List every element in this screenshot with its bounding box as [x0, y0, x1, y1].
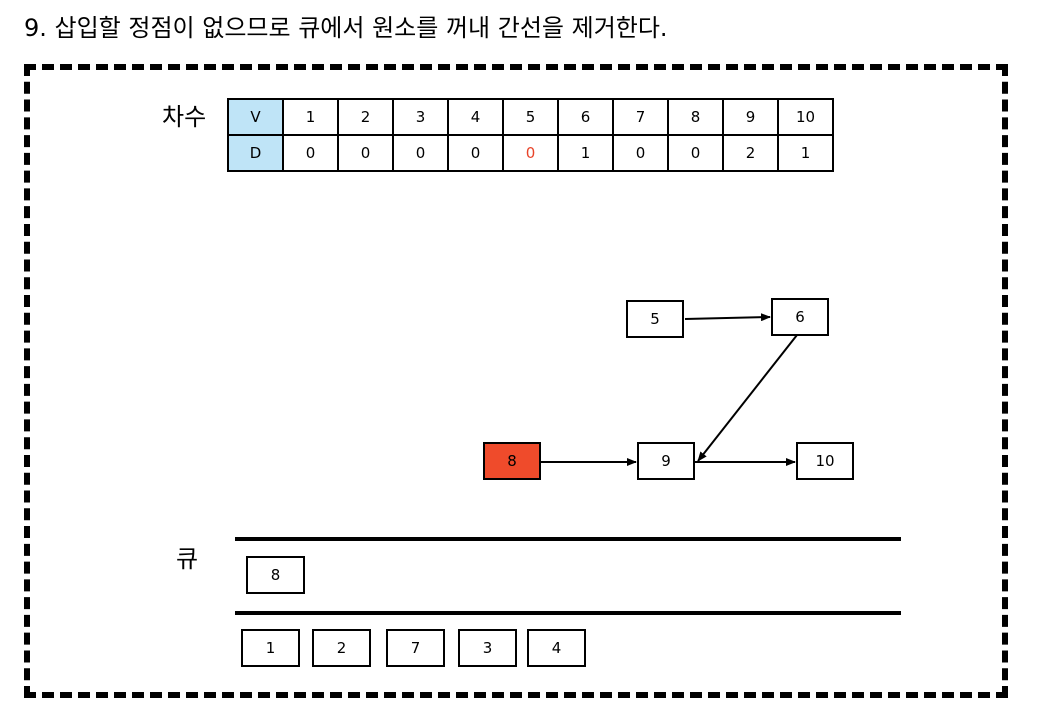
graph-node-5: 5: [626, 300, 684, 338]
graph-node-10: 10: [796, 442, 854, 480]
vertex-cell: 3: [392, 98, 449, 136]
degree-cell: 0: [282, 134, 339, 172]
vertex-cell: 1: [282, 98, 339, 136]
vertex-cell: 9: [722, 98, 779, 136]
degree-cell: 0: [392, 134, 449, 172]
degree-cell: 0: [447, 134, 504, 172]
output-item: 7: [386, 629, 445, 667]
degree-cell: 0: [667, 134, 724, 172]
degree-cell: 0: [337, 134, 394, 172]
vertex-cell: 2: [337, 98, 394, 136]
edge-5-6: [684, 313, 771, 322]
degree-label: 차수: [162, 103, 207, 131]
degree-row: D 0 0 0 0 0 1 0 0 2 1: [227, 134, 834, 172]
edge-6-9: [697, 334, 798, 462]
degree-cell: 0: [612, 134, 669, 172]
queue-bottom-line: [235, 611, 901, 615]
vertex-cell: 5: [502, 98, 559, 136]
graph-node-9: 9: [637, 442, 695, 480]
queue-label: 큐: [176, 545, 199, 573]
queue-top-line: [235, 537, 901, 541]
output-item: 4: [527, 629, 586, 667]
queue-item: 8: [246, 556, 305, 594]
diagram-frame: [24, 64, 1008, 698]
vertex-row: V 1 2 3 4 5 6 7 8 9 10: [227, 98, 834, 136]
vertex-cell: 10: [777, 98, 834, 136]
degree-table: V 1 2 3 4 5 6 7 8 9 10 D 0 0 0 0 0 1 0 0…: [227, 98, 834, 172]
degree-row-header: D: [227, 134, 284, 172]
degree-cell: 2: [722, 134, 779, 172]
step-title: 9. 삽입할 정점이 없으므로 큐에서 원소를 꺼내 간선을 제거한다.: [24, 14, 668, 42]
graph-node-8-active: 8: [483, 442, 541, 480]
vertex-row-header: V: [227, 98, 284, 136]
vertex-cell: 4: [447, 98, 504, 136]
output-item: 3: [458, 629, 517, 667]
output-item: 1: [241, 629, 300, 667]
graph-node-6: 6: [771, 298, 829, 336]
degree-cell: 1: [557, 134, 614, 172]
degree-cell: 1: [777, 134, 834, 172]
degree-cell-highlighted: 0: [502, 134, 559, 172]
vertex-cell: 8: [667, 98, 724, 136]
output-item: 2: [312, 629, 371, 667]
vertex-cell: 7: [612, 98, 669, 136]
vertex-cell: 6: [557, 98, 614, 136]
